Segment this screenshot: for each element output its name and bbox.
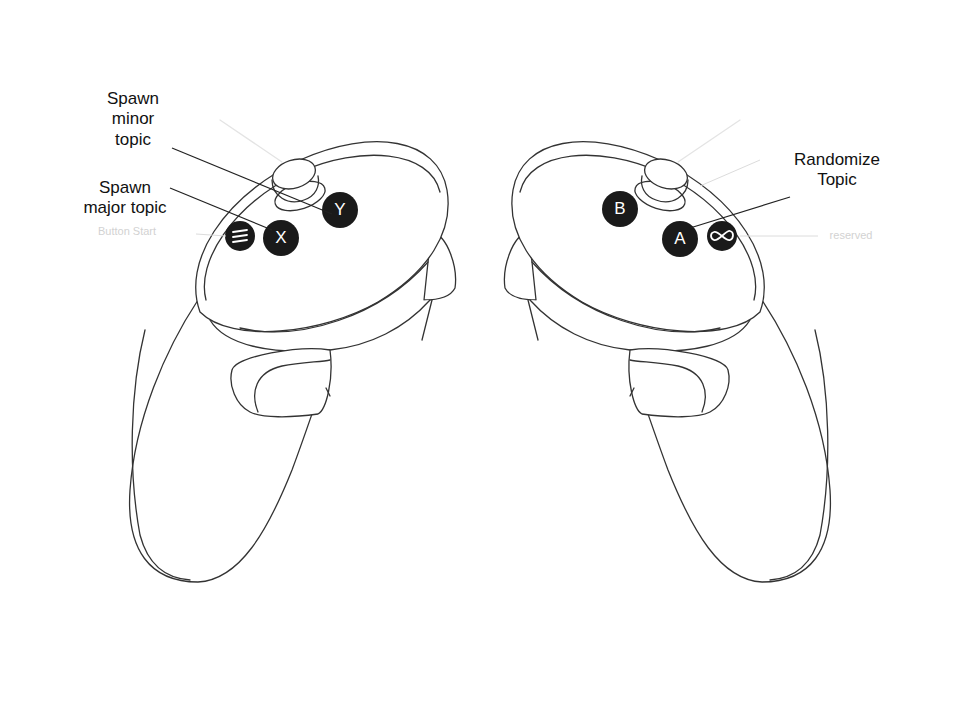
callout-label: Spawn minor topic: [98, 89, 168, 150]
button-letter: Y: [334, 200, 345, 220]
button-letter: X: [275, 228, 286, 248]
callout-label: Spawn major topic: [80, 178, 170, 219]
button-letter: A: [674, 229, 685, 249]
faint-label: Button Start: [98, 225, 156, 238]
button-letter: B: [614, 199, 625, 219]
callout-label: Randomize Topic: [782, 150, 892, 191]
faint-label: reserved: [830, 229, 873, 242]
